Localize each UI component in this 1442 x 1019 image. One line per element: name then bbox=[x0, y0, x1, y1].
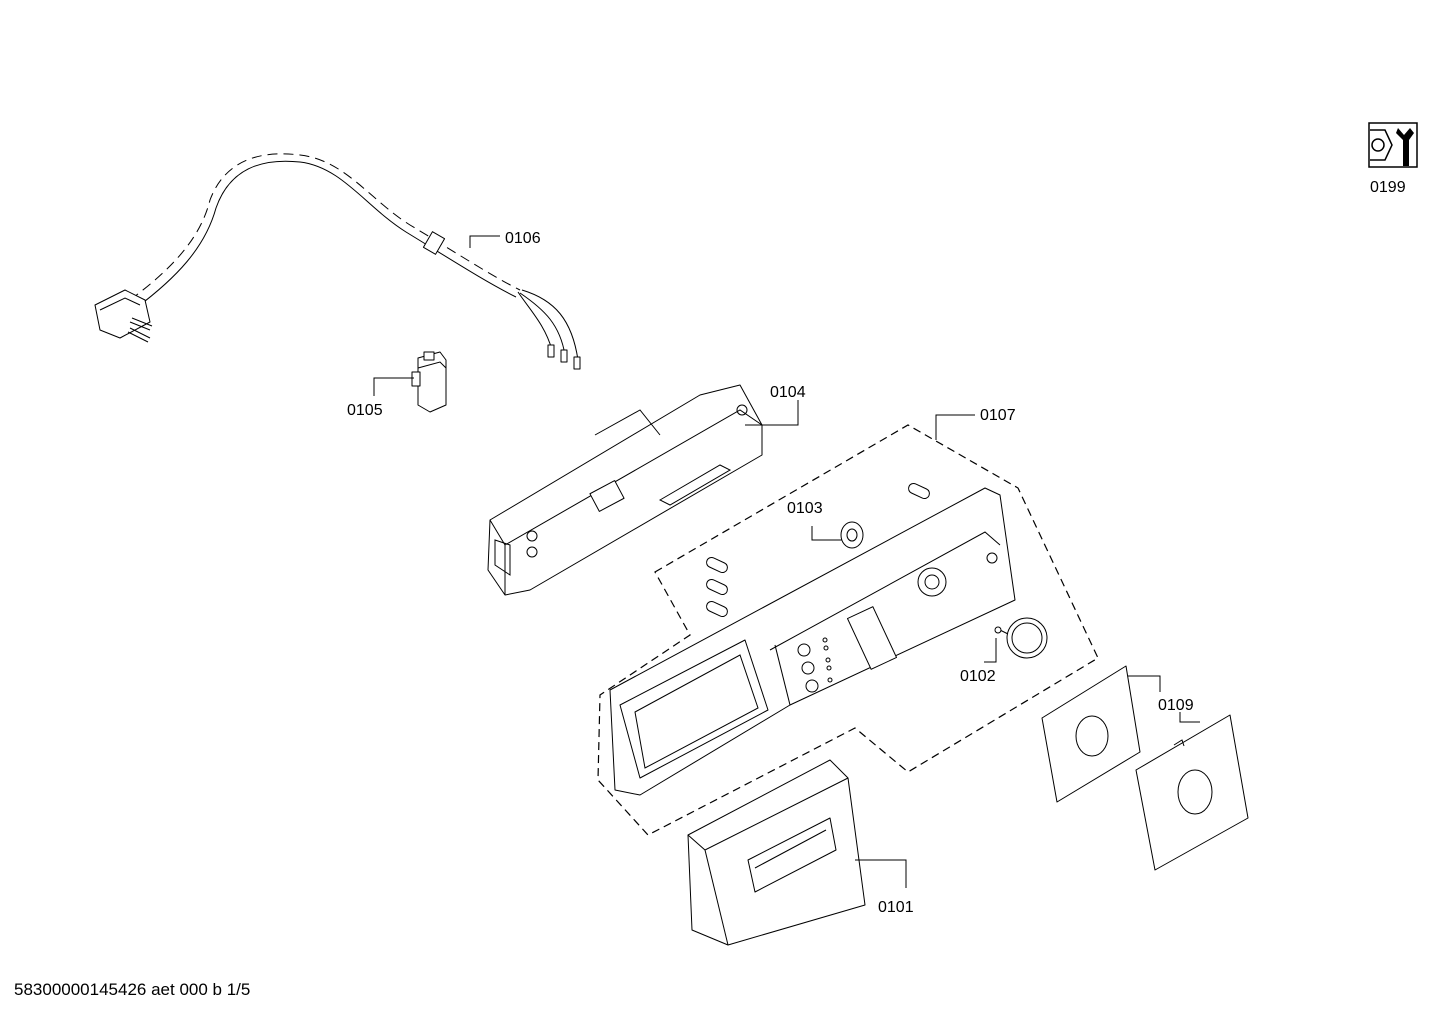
part-label-0109: 0109 bbox=[1158, 697, 1194, 714]
part-label-0199: 0199 bbox=[1370, 179, 1406, 196]
fascia-panel-0107[interactable] bbox=[609, 487, 1016, 796]
drawer-handle-0101[interactable] bbox=[687, 759, 866, 946]
part-label-0106: 0106 bbox=[505, 230, 541, 247]
document-code: 58300000145426 aet 000 b 1/5 bbox=[14, 980, 251, 999]
part-label-0105: 0105 bbox=[347, 402, 383, 419]
switch-part-0105[interactable] bbox=[411, 351, 447, 413]
power-cable-0106[interactable] bbox=[94, 153, 581, 370]
part-label-0102: 0102 bbox=[960, 668, 996, 685]
part-label-0104: 0104 bbox=[770, 384, 806, 401]
pins bbox=[706, 482, 930, 618]
program-knob-0102[interactable] bbox=[994, 617, 1048, 659]
assembly-outline-0107 bbox=[597, 424, 1099, 836]
part-label-0101: 0101 bbox=[878, 899, 914, 916]
trim-cover-0109[interactable] bbox=[1041, 665, 1249, 871]
control-module-0104[interactable] bbox=[487, 384, 763, 596]
part-label-0103: 0103 bbox=[787, 500, 823, 517]
knob-insert-0103[interactable] bbox=[840, 521, 864, 549]
wrench-nut-icon bbox=[1368, 122, 1418, 168]
part-label-0107: 0107 bbox=[980, 407, 1016, 424]
